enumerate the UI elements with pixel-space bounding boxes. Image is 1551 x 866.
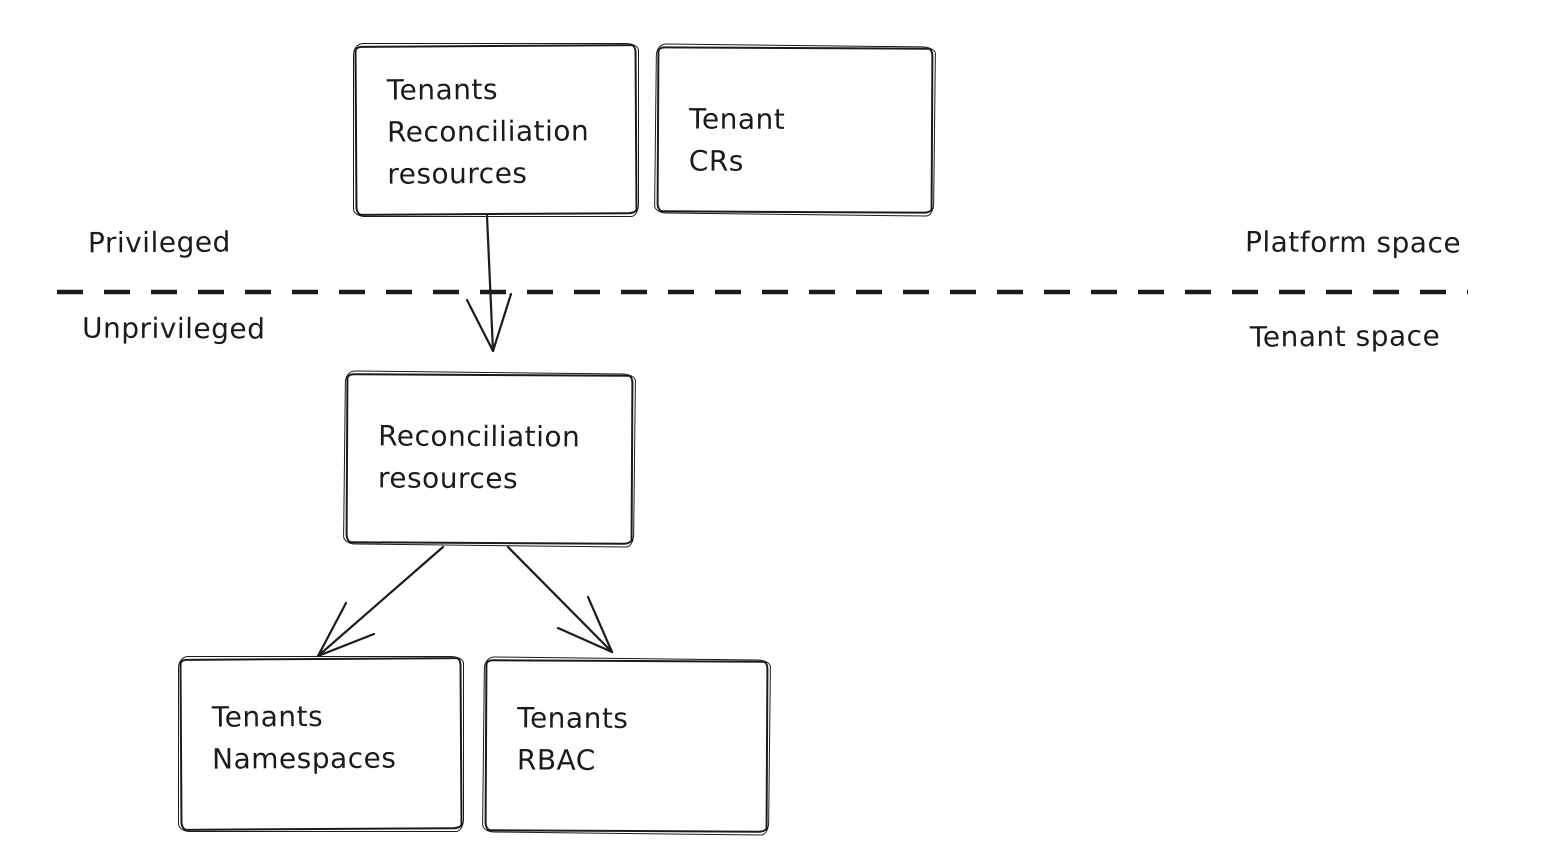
node-label-line: Namespaces xyxy=(211,741,397,776)
label-tenant-space: Tenant space xyxy=(1249,319,1441,354)
node-tenants-rbac: Tenants RBAC xyxy=(484,659,769,833)
arrow-tenants-reconciliation-to-reconciliation xyxy=(465,214,513,353)
node-label-line: Tenant xyxy=(688,102,786,136)
label-privileged: Privileged xyxy=(87,225,231,260)
node-label: Tenant CRs xyxy=(659,48,932,183)
node-label-line: Tenants xyxy=(386,72,499,107)
node-label-line: resources xyxy=(377,461,519,496)
node-label-line: Tenants xyxy=(211,699,324,734)
label-platform-space: Platform space xyxy=(1244,225,1462,260)
label-unprivileged: Unprivileged xyxy=(81,311,266,346)
node-label-line: RBAC xyxy=(516,743,596,777)
node-label-line: resources xyxy=(387,156,528,191)
node-label-line: Tenants xyxy=(517,701,629,736)
node-tenant-crs: Tenant CRs xyxy=(656,46,934,214)
node-label: Tenants Namespaces xyxy=(181,659,460,781)
node-tenants-namespaces: Tenants Namespaces xyxy=(179,657,463,831)
arrow-reconciliation-to-rbac xyxy=(506,545,614,654)
node-tenants-reconciliation-resources: Tenants Reconciliation resources xyxy=(354,44,638,216)
node-label: Tenants Reconciliation resources xyxy=(356,46,635,196)
node-label-line: Reconciliation xyxy=(386,114,590,149)
node-label: Reconciliation resources xyxy=(348,375,632,500)
node-label: Tenants RBAC xyxy=(487,661,767,782)
node-label-line: Reconciliation xyxy=(378,419,581,454)
arrow-reconciliation-to-namespaces xyxy=(316,545,445,658)
node-reconciliation-resources: Reconciliation resources xyxy=(345,373,634,545)
node-label-line: CRs xyxy=(688,144,745,178)
